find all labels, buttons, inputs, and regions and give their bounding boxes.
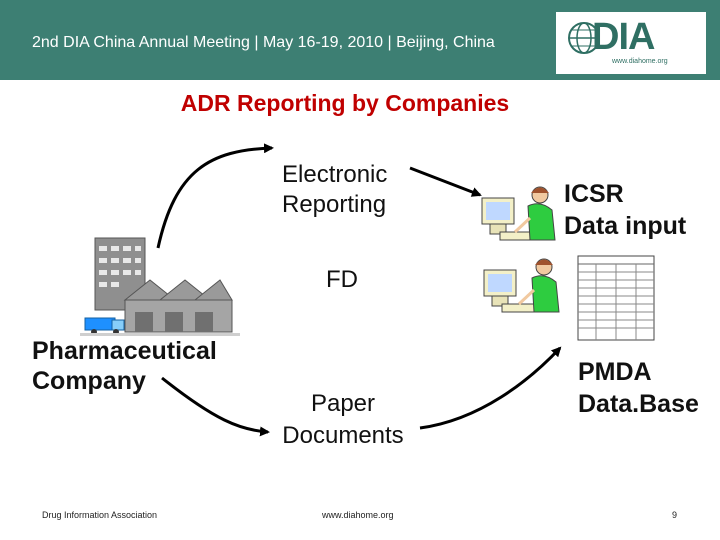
pharma-company-label: Pharmaceutical Company [32,336,217,396]
pmda-line-2: Data.Base [578,388,699,420]
paper-line-2: Documents [268,420,418,452]
computer-operator-icon-top [482,187,555,240]
paper-documents-label: Paper Documents [268,388,418,452]
fd-label: FD [326,266,358,294]
icsr-label: ICSR Data input [564,178,686,242]
electronic-line-1: Electronic [282,160,387,190]
company-line-1: Pharmaceutical [32,336,217,366]
electronic-reporting-label: Electronic Reporting [282,160,387,220]
icsr-line-1: ICSR [564,178,686,210]
page-number: 9 [672,510,677,520]
arrow-electronic-to-icsr [410,168,480,195]
pmda-database-label: PMDA Data.Base [578,356,699,420]
arrow-company-to-electronic [158,148,272,248]
paper-line-1: Paper [268,388,418,420]
footer-organization: Drug Information Association [42,510,157,520]
arrow-paper-to-pmda [420,348,560,428]
footer-url: www.diahome.org [322,510,394,520]
icsr-line-2: Data input [564,210,686,242]
computer-operator-icon-bottom [484,259,559,312]
electronic-line-2: Reporting [282,190,387,220]
company-line-2: Company [32,366,217,396]
document-table-icon [578,256,654,340]
factory-icon [80,238,240,336]
pmda-line-1: PMDA [578,356,699,388]
